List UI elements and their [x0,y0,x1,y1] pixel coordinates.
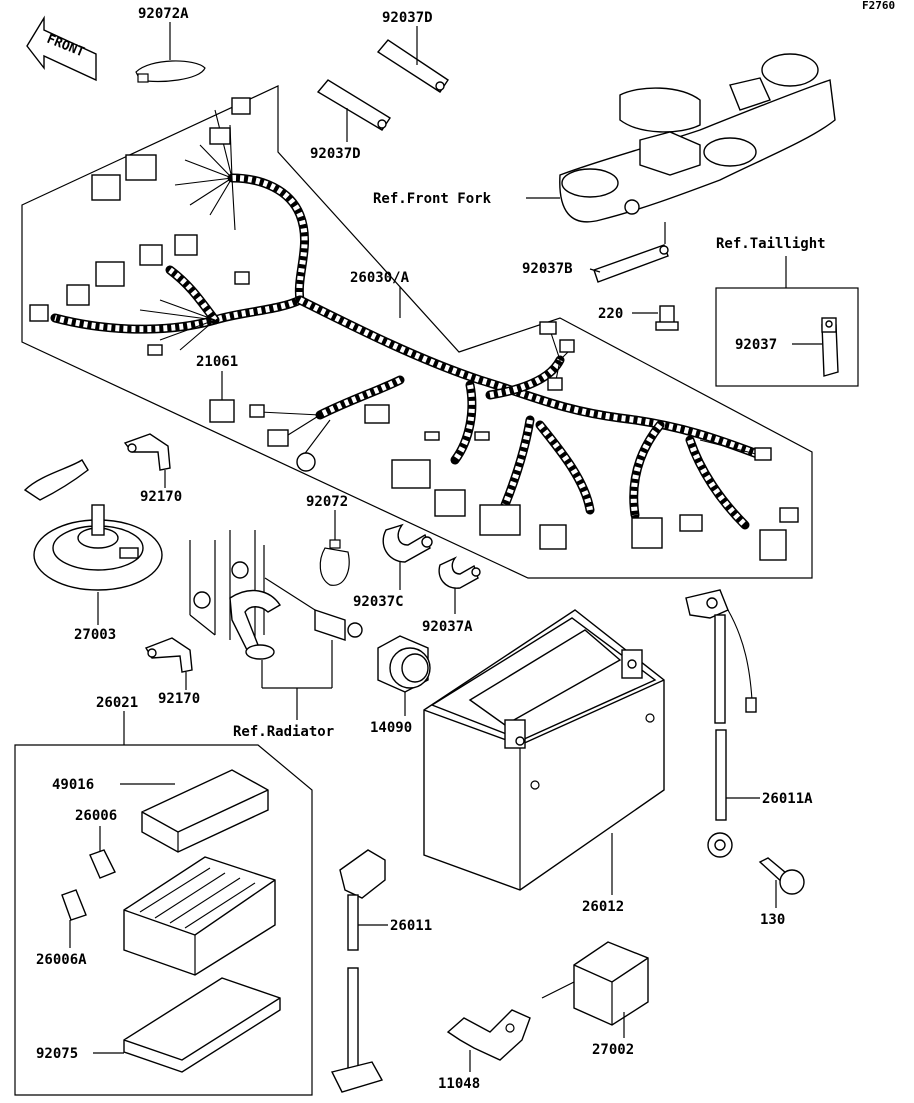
fuse-block [123,856,276,976]
label-26006A: 26006A [36,952,87,968]
clamp-92037 [792,317,839,377]
tray-92075 [93,977,281,1073]
label-26030A: 26030/A [350,270,410,286]
label-49016: 49016 [52,777,94,793]
label-92170-top: 92170 [140,489,182,505]
label-26006: 26006 [75,808,117,824]
cap-14090 [377,635,431,716]
label-26011: 26011 [390,918,432,934]
harness-frame [21,85,813,579]
fuse-box-frame [14,744,313,1096]
clamp-92037A [438,556,481,614]
label-92037B: 92037B [522,261,573,277]
battery-26012 [423,609,665,895]
clamp-92037C [382,523,433,590]
bolt-220 [632,305,679,331]
label-ref-front-fork: Ref.Front Fork [373,191,492,207]
horn-27003 [23,459,163,625]
main-wiring-harness [50,109,765,530]
fuse-26006A [61,889,87,948]
label-92037A: 92037A [422,619,473,635]
label-92072A: 92072A [138,6,189,22]
label-ref-taillight: Ref.Taillight [716,236,826,252]
label-92037D-mid: 92037D [310,146,361,162]
label-27003: 27003 [74,627,116,643]
label-27002: 27002 [592,1042,634,1058]
label-92075: 92075 [36,1046,78,1062]
radiator-parts [189,530,363,720]
clamp-92037D-mid [316,79,391,142]
bracket-92170-top [123,433,171,488]
tie-92072 [319,510,350,586]
label-92037C: 92037C [353,594,404,610]
bracket-92170-bot [144,637,193,690]
label-92170-bot: 92170 [158,691,200,707]
label-92037: 92037 [735,337,777,353]
label-26011A: 26011A [762,791,813,807]
label-92037D-top: 92037D [382,10,433,26]
diagram-code: F2760 [862,0,895,12]
label-ref-radiator: Ref.Radiator [233,724,334,740]
label-130: 130 [760,912,785,928]
bolt-130 [758,857,805,908]
clamp-92037B [589,222,669,283]
fuse-26006 [89,826,116,879]
label-220: 220 [598,306,623,322]
cover-49016 [120,769,269,853]
label-26021: 26021 [96,695,138,711]
taillight-box [715,287,859,387]
cable-tie-92072A [135,22,206,83]
cable-26011 [330,849,388,1093]
label-21061: 21061 [196,354,238,370]
front-fork-bracket [526,53,836,223]
bracket-11048 [446,1009,531,1072]
label-11048: 11048 [438,1076,480,1092]
relay-27002 [541,941,649,1038]
harness-connectors [29,97,799,561]
clamp-92037D-top [376,26,449,93]
relay-21061 [209,399,235,423]
front-arrow-icon: FRONT [26,15,97,82]
label-26012: 26012 [582,899,624,915]
label-14090: 14090 [370,720,412,736]
cable-26011A [685,589,760,858]
label-92072: 92072 [306,494,348,510]
